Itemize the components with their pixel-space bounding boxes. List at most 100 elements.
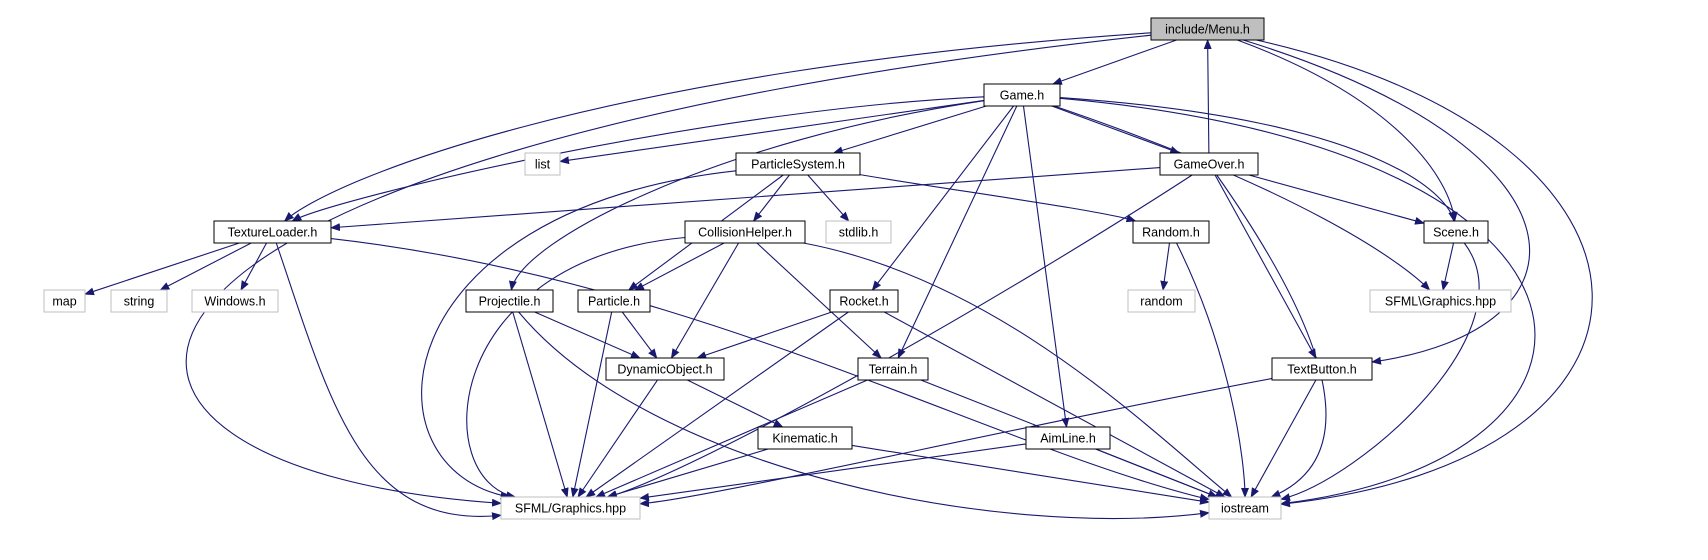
node-box [857,357,929,381]
edge-aimline-to-iostream [1095,448,1219,498]
node-label: Windows.h [204,295,265,309]
node-textbutton[interactable]: TextButton.h [1271,357,1373,381]
node-box [684,220,806,244]
node-box [1159,152,1259,176]
node-label: stdlib.h [839,226,879,240]
node-dynobj[interactable]: DynamicObject.h [605,357,725,381]
edge-texload-to-sfml [275,242,502,521]
node-psys[interactable]: ParticleSystem.h [735,152,861,176]
edge-collision-to-dynobj [670,242,740,359]
node-box [1150,17,1265,41]
node-iostream: iostream [1208,496,1282,520]
node-kinematic[interactable]: Kinematic.h [757,426,853,450]
node-box [605,357,725,381]
node-menu: include/Menu.h [1150,17,1265,41]
node-projectile[interactable]: Projectile.h [465,289,554,313]
edge-textbutton-to-sfml [639,377,1273,508]
node-stdlib: stdlib.h [825,220,892,244]
node-aimline[interactable]: AimLine.h [1025,426,1111,450]
node-box [1025,426,1111,450]
node-label: Particle.h [588,295,640,309]
edge-textbutton-to-iostream [1250,379,1317,498]
node-label: AimLine.h [1040,432,1096,446]
node-box [1208,496,1282,520]
node-particle[interactable]: Particle.h [577,289,651,313]
node-texload[interactable]: TextureLoader.h [213,220,332,244]
node-label: Scene.h [1433,226,1479,240]
edge-rocket-to-dynobj [696,311,832,359]
edge-collision-to-terrain [756,242,882,359]
node-rocket[interactable]: Rocket.h [829,289,899,313]
edge-texload-to-map [84,242,240,296]
edge-particle-to-dynobj [621,311,658,359]
node-random_h[interactable]: Random.h [1132,220,1210,244]
node-box [465,289,554,313]
node-random: random [1127,289,1196,313]
edge-rocket-to-iostream [883,311,1226,498]
edge-gameover-to-scene [1248,174,1425,225]
node-game[interactable]: Game.h [983,83,1061,107]
node-collision[interactable]: CollisionHelper.h [684,220,806,244]
node-scene[interactable]: Scene.h [1423,220,1489,244]
node-box [1127,289,1196,313]
node-windows: Windows.h [191,289,279,313]
edge-game-to-scene [1059,97,1457,222]
edge-psys-to-collision [752,174,790,222]
edge-psys-to-sfml [421,170,737,500]
edge-terrain-to-sfml [595,379,868,498]
node-box [1271,357,1373,381]
node-label: TextButton.h [1287,363,1357,377]
node-label: TextureLoader.h [228,226,318,240]
edge-kinematic-to-sfml [606,448,769,499]
node-box [757,426,853,450]
node-label: CollisionHelper.h [698,226,792,240]
edge-game-to-iostream [1059,97,1536,507]
node-box [524,152,561,176]
node-terrain[interactable]: Terrain.h [857,357,929,381]
edge-dynobj-to-kinematic [687,379,784,428]
edge-kinematic-to-iostream [851,444,1210,505]
edge-layer [84,32,1593,521]
edge-rocket-to-sfml [585,311,849,498]
edge-game-to-rocket [871,105,1014,291]
edge-texload-to-iostream [330,238,1210,502]
node-label: map [52,295,76,309]
edge-texload-to-windows [240,242,268,291]
edge-game-to-psys [832,105,987,155]
node-label: random [1140,295,1182,309]
node-box [1423,220,1489,244]
edge-menu-to-iostream [1256,39,1593,508]
node-label: Random.h [1142,226,1200,240]
node-box [110,289,168,313]
node-box [577,289,651,313]
node-string: string [110,289,168,313]
edge-particle-to-sfml [570,311,613,498]
node-label: iostream [1221,502,1269,516]
edge-game-to-projectile [509,100,985,291]
node-box [1369,289,1512,313]
node-sfml: SFML/Graphics.hpp [500,496,641,520]
edge-texload-to-string [159,242,252,291]
edge-psys-to-random_h [859,174,1137,223]
edge-projectile-to-iostream [518,311,1210,520]
edge-collision-to-sfml [466,236,686,500]
edge-gameover-to-texload [330,167,1161,232]
node-label: ParticleSystem.h [751,158,845,172]
node-box [213,220,332,244]
edge-psys-to-stdlib [807,174,850,222]
node-gameover[interactable]: GameOver.h [1159,152,1259,176]
node-label: Game.h [1000,89,1045,103]
node-label: DynamicObject.h [617,363,712,377]
node-label: Kinematic.h [772,432,837,446]
edge-game-to-terrain [897,105,1018,359]
node-sfml_bs: SFML\Graphics.hpp [1369,289,1512,313]
node-box [500,496,641,520]
node-label: include/Menu.h [1165,23,1250,37]
edge-scene-to-iostream [1280,242,1480,501]
node-box [829,289,899,313]
edge-game-to-list [559,99,985,165]
node-box [735,152,861,176]
node-box [1132,220,1210,244]
node-label: Projectile.h [479,295,541,309]
